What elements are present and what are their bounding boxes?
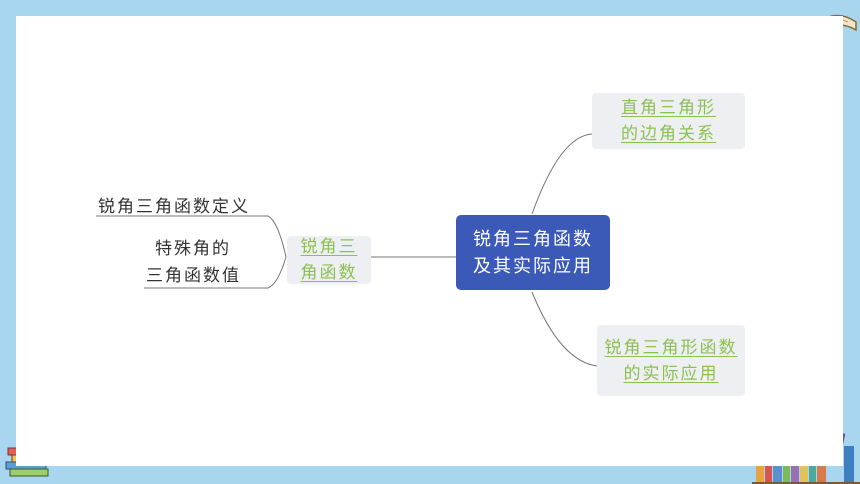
center-node-line-1: 锐角三角函数: [473, 228, 593, 250]
branch-left-line-2[interactable]: 角函数: [300, 263, 358, 283]
connector-center-top-right: [531, 133, 593, 215]
connector-left-special: [144, 256, 287, 289]
branch-node-bottom-right[interactable]: 锐角三角形函数 的实际应用: [597, 325, 745, 396]
left-child-definition: 锐角三角函数定义: [98, 197, 250, 217]
branch-node-left[interactable]: 锐角三 角函数: [287, 236, 371, 284]
connector-center-bottom-right: [531, 291, 598, 367]
left-child-special: 特殊角的 三角函数值: [146, 236, 241, 290]
branch-top-right-line-1[interactable]: 直角三角形: [621, 98, 716, 118]
left-child-special-line-2: 三角函数值: [146, 266, 241, 286]
branch-top-right-line-2[interactable]: 的边角关系: [621, 124, 716, 144]
branch-bottom-right-line-2[interactable]: 的实际应用: [623, 363, 719, 384]
branch-left-line-1[interactable]: 锐角三: [300, 237, 358, 257]
center-node-line-2: 及其实际应用: [473, 255, 593, 277]
branch-node-top-right[interactable]: 直角三角形 的边角关系: [592, 93, 745, 149]
slide-canvas: 锐角三角函数 及其实际应用 直角三角形 的边角关系 锐角三角形函数 的实际应用 …: [16, 16, 843, 466]
branch-bottom-right-line-1[interactable]: 锐角三角形函数: [604, 337, 738, 358]
connector-lines: [96, 133, 598, 367]
center-node[interactable]: 锐角三角函数 及其实际应用: [456, 215, 610, 290]
left-child-special-line-1: 特殊角的: [155, 239, 231, 259]
connector-left-definition: [96, 215, 287, 258]
